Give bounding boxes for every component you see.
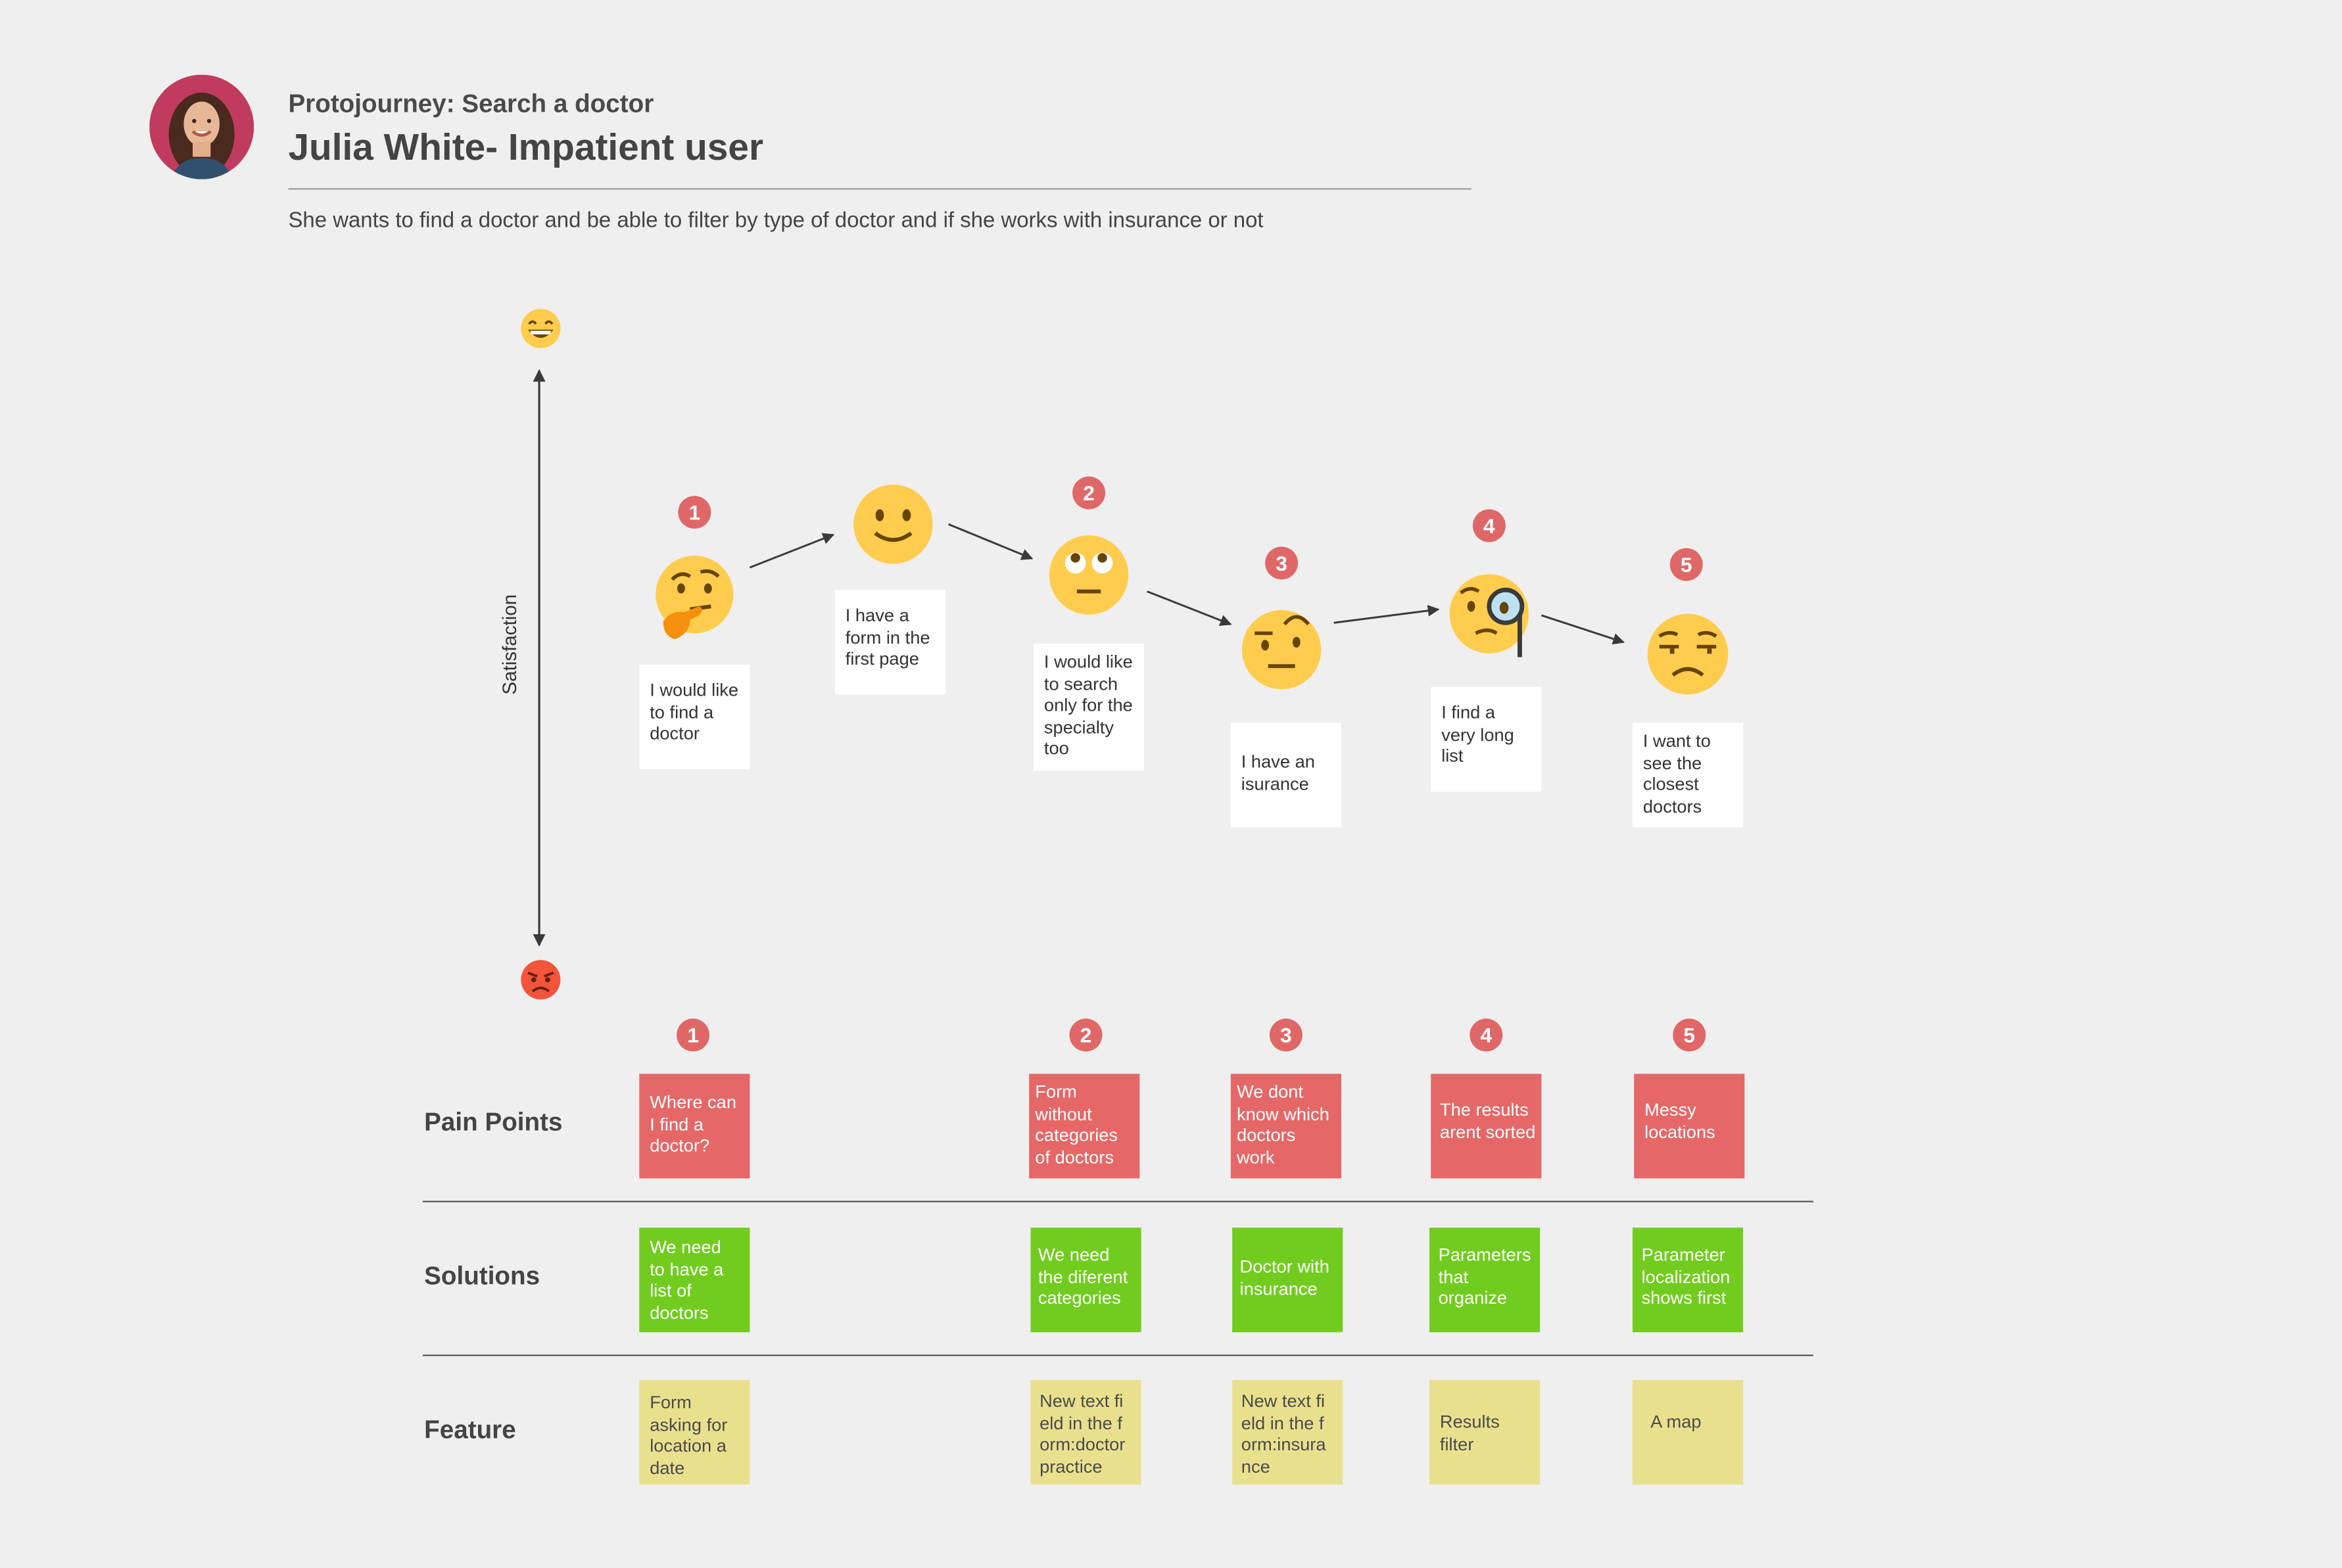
journey-note: I would like to find a doctor: [639, 664, 750, 769]
journey-note: I would like to search only for the spec…: [1034, 644, 1145, 771]
pain-point-note: We dont know which doctors work: [1230, 1074, 1341, 1179]
journey-arrow: [1147, 590, 1232, 626]
grinning-face-icon: [521, 308, 561, 348]
journey-subtitle: Protojourney: Search a doctor: [288, 89, 654, 118]
angry-face-icon: [521, 960, 561, 1000]
pain-step-badge: 2: [1069, 1018, 1103, 1052]
journey-step-badge: 2: [1072, 476, 1106, 510]
eye-roll-face-icon: [1049, 535, 1129, 615]
solution-note: We need to have a list of doctors: [639, 1227, 750, 1333]
persona-description: She wants to find a doctor and be able t…: [288, 209, 1264, 233]
journey-note: I have a form in the first page: [834, 590, 945, 695]
solution-note: Parameters that organize: [1429, 1227, 1541, 1333]
pain-step-badge: 1: [677, 1018, 710, 1052]
feature-note: Results filter: [1429, 1380, 1541, 1485]
journey-arrow: [1541, 614, 1625, 645]
solution-note: Parameter localization shows first: [1632, 1227, 1744, 1333]
header-divider: [288, 188, 1471, 190]
monocle-face-icon: [1449, 574, 1529, 657]
journey-step-badge: 3: [1265, 546, 1299, 580]
feature-note: A map: [1632, 1380, 1744, 1485]
avatar: [149, 74, 254, 179]
pain-point-note: Where can I find a doctor?: [639, 1074, 750, 1179]
feature-note: New text field in the form:insurance: [1232, 1380, 1343, 1485]
pain-step-badge: 5: [1673, 1018, 1706, 1052]
row-divider: [422, 1200, 1813, 1202]
journey-note: I want to see the closest doctors: [1632, 723, 1744, 828]
journey-arrow: [1333, 605, 1440, 624]
journey-note: I have an isurance: [1230, 723, 1341, 828]
pain-point-note: The results arent sorted: [1431, 1074, 1542, 1179]
journey-arrow: [749, 533, 835, 569]
unamused-face-icon: [1647, 613, 1729, 695]
thinking-face-icon: [656, 556, 734, 640]
raised-eyebrow-face-icon: [1241, 609, 1322, 690]
journey-step-badge: 4: [1472, 509, 1506, 542]
journey-step-badge: 1: [678, 496, 711, 529]
pain-step-badge: 3: [1269, 1018, 1302, 1052]
pain-points-label: Pain Points: [424, 1108, 563, 1137]
persona-title: Julia White- Impatient user: [288, 127, 764, 169]
feature-note: New text field in the form:doctor practi…: [1030, 1380, 1141, 1485]
feature-note: Form asking for location a date: [639, 1380, 750, 1485]
solutions-label: Solutions: [424, 1262, 540, 1291]
slightly-smiling-face-icon: [853, 485, 933, 564]
journey-arrow: [947, 523, 1034, 560]
journey-step-badge: 5: [1669, 548, 1703, 581]
solution-note: We need the diferent categories: [1030, 1227, 1141, 1333]
solution-note: Doctor with insurance: [1232, 1227, 1343, 1333]
feature-label: Feature: [424, 1415, 516, 1444]
pain-step-badge: 4: [1470, 1018, 1503, 1052]
pain-point-note: Messy locations: [1634, 1074, 1745, 1179]
journey-note: I find a very long list: [1431, 686, 1542, 792]
pain-point-note: Form without categories of doctors: [1029, 1074, 1140, 1179]
row-divider: [422, 1354, 1813, 1356]
